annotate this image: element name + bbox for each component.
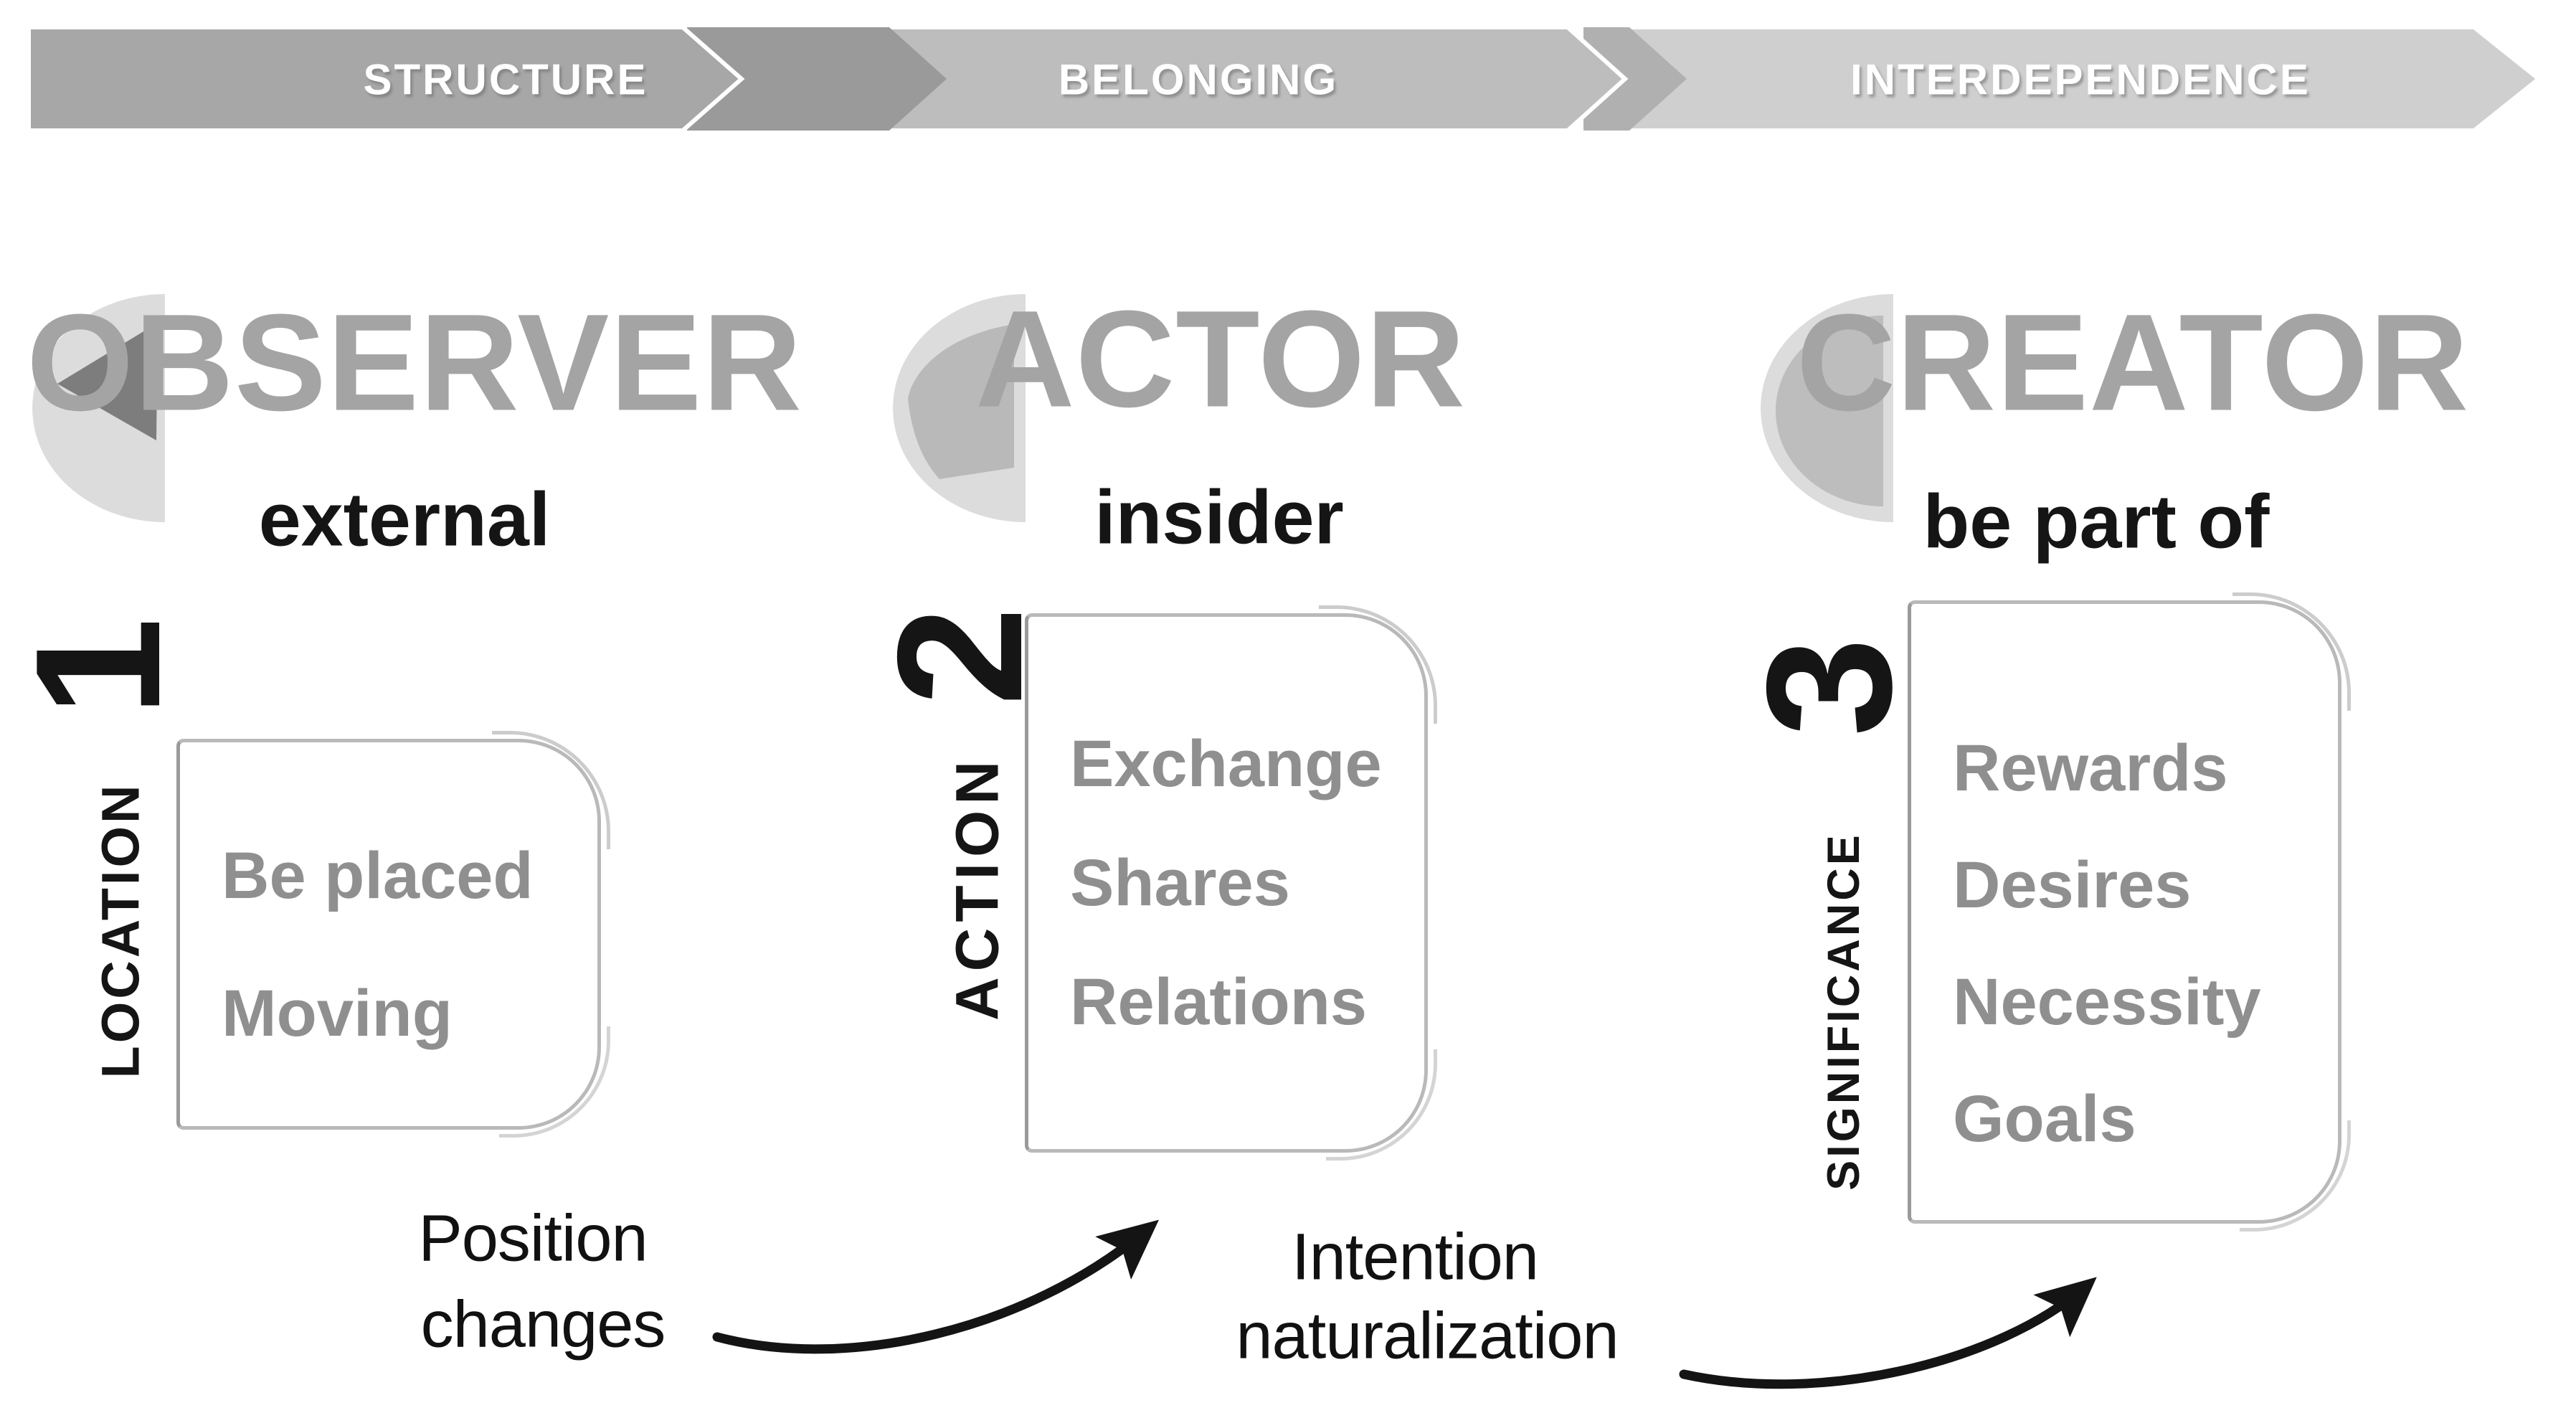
column-2-subtitle: insider — [1094, 475, 1344, 560]
banner-segment-belonging: BELONGING — [1058, 55, 1339, 104]
column-3-number: 3 — [1729, 638, 1928, 737]
arrow-1-label-line-1: Position — [418, 1201, 648, 1275]
action-box: Exchange Shares Relations — [1025, 605, 1437, 1161]
column-3-subtitle: be part of — [1923, 479, 2270, 564]
column-2-title: ACTOR — [975, 281, 1467, 436]
position-changes-arrow — [712, 1219, 1159, 1354]
banner-segment-structure: STRUCTURE — [363, 55, 648, 104]
pie-small-wedge-icon — [32, 294, 165, 522]
action-box-item: Relations — [1070, 965, 1368, 1039]
column-1-number: 1 — [0, 618, 197, 717]
banner-divider-2-chevron — [1583, 27, 1687, 131]
significance-box-item: Rewards — [1953, 732, 2228, 805]
column-1-side-label: LOCATION — [90, 782, 151, 1079]
chevron-banner — [27, 25, 2542, 133]
arrow-2-label-line-2: naturalization — [1236, 1299, 1619, 1373]
significance-box-item: Goals — [1953, 1082, 2136, 1156]
banner-segment-structure-shape — [27, 25, 745, 133]
column-2-side-label: ACTION — [943, 755, 1011, 1021]
significance-box-item: Necessity — [1953, 965, 2261, 1039]
location-box: Be placed Moving — [176, 731, 610, 1138]
action-box-item: Exchange — [1070, 727, 1382, 800]
column-3-title: CREATOR — [1796, 285, 2470, 440]
column-2-number: 2 — [860, 607, 1059, 706]
location-box-item: Moving — [222, 977, 453, 1050]
intention-naturalization-arrow — [1679, 1277, 2097, 1389]
banner-segment-interdependence: INTERDEPENDENCE — [1850, 55, 2311, 104]
arrow-2-label-line-1: Intention — [1292, 1220, 1539, 1294]
action-box-item: Shares — [1070, 846, 1290, 920]
column-3-side-label: SIGNIFICANCE — [1819, 832, 1869, 1191]
column-1-title: OBSERVER — [26, 285, 803, 440]
banner-divider-1-chevron — [687, 27, 947, 131]
location-box-item: Be placed — [222, 839, 534, 912]
column-1-subtitle: external — [258, 477, 551, 562]
significance-box-item: Desires — [1953, 849, 2192, 922]
significance-box: Rewards Desires Necessity Goals — [1908, 592, 2351, 1232]
pie-medium-wedge-icon — [893, 294, 1026, 522]
arrow-1-label-line-2: changes — [420, 1287, 666, 1361]
pie-near-full-icon — [1761, 294, 1893, 522]
